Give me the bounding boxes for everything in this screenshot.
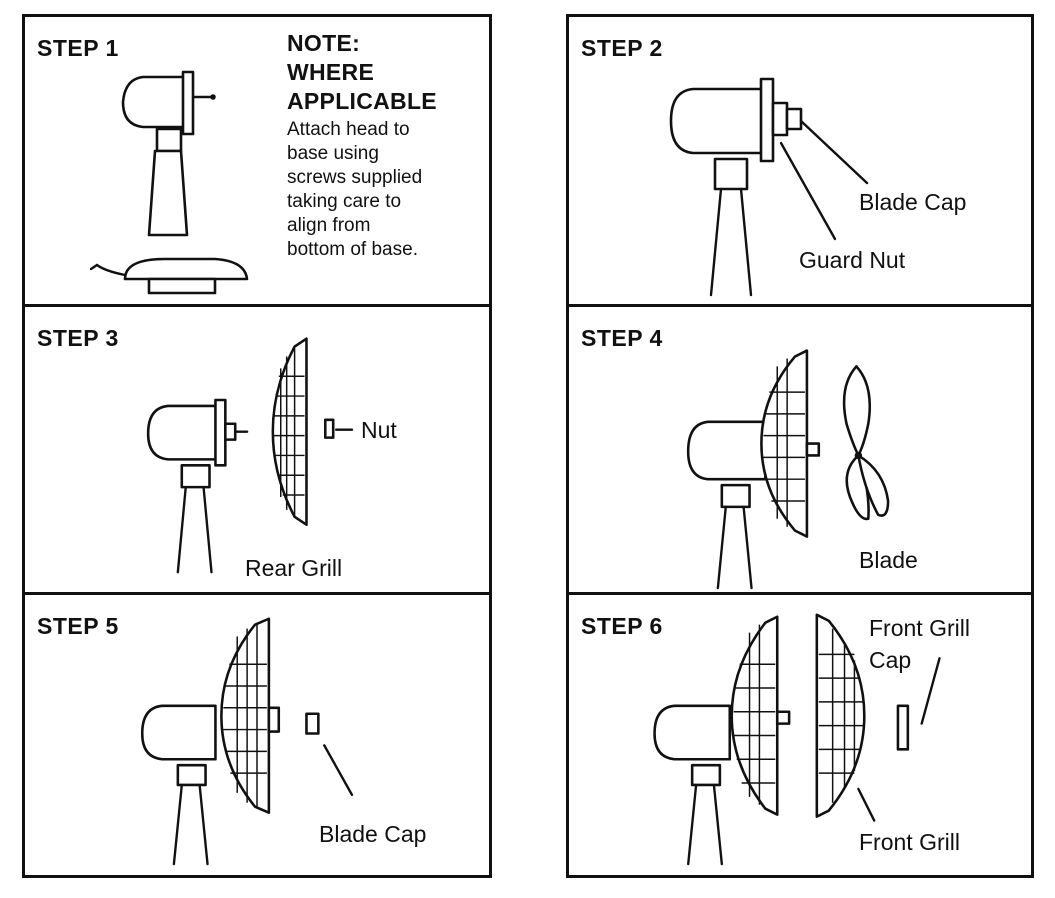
label-blade: Blade [859, 547, 918, 573]
label-blade-cap: Blade Cap [319, 821, 427, 847]
note-body: Attach head to base using screws supplie… [287, 118, 492, 262]
step-1-note: NOTE: WHERE APPLICABLE Attach head to ba… [287, 29, 492, 262]
right-column: STEP 2 Blade Cap Guard Nut STEP 4 [566, 14, 1034, 878]
step-5-title: STEP 5 [37, 613, 119, 639]
label-front-grill-cap-line-1: Front Grill [869, 615, 970, 641]
label-blade-cap: Blade Cap [859, 189, 967, 215]
step-4-illustration [686, 349, 890, 590]
left-column: STEP 1 NOTE: WHERE APPLICABLE Attach hea… [22, 14, 492, 878]
label-front-grill: Front Grill [859, 829, 960, 855]
step-3-panel: STEP 3 Nut Rear [25, 304, 489, 592]
step-1-illustration [89, 70, 249, 295]
step-2-panel: STEP 2 Blade Cap Guard Nut [569, 17, 1031, 304]
step-3-illustration [146, 337, 354, 574]
label-nut: Nut [361, 417, 397, 443]
step-2-title: STEP 2 [581, 35, 663, 61]
note-heading: NOTE: WHERE APPLICABLE [287, 29, 492, 116]
step-5-illustration [140, 617, 354, 866]
note-body-line-5: align from [287, 215, 371, 236]
note-head-line-2: WHERE [287, 59, 375, 85]
step-6-panel: STEP 6 [569, 592, 1031, 875]
step-1-panel: STEP 1 NOTE: WHERE APPLICABLE Attach hea… [25, 17, 489, 304]
step-6-illustration [653, 613, 941, 866]
step-5-panel: STEP 5 Blade Cap [25, 592, 489, 875]
step-4-title: STEP 4 [581, 325, 663, 351]
step-1-title: STEP 1 [37, 35, 119, 61]
note-body-line-2: base using [287, 143, 379, 164]
note-body-line-1: Attach head to [287, 119, 410, 140]
step-6-title: STEP 6 [581, 613, 663, 639]
label-front-grill-cap-line-2: Cap [869, 647, 912, 673]
note-head-line-3: APPLICABLE [287, 88, 437, 114]
note-body-line-6: bottom of base. [287, 239, 418, 260]
step-2-illustration [669, 77, 869, 297]
note-body-line-3: screws supplied [287, 167, 423, 188]
note-body-line-4: taking care to [287, 191, 402, 212]
label-guard-nut: Guard Nut [799, 247, 906, 273]
step-4-panel: STEP 4 Blade [569, 304, 1031, 592]
note-head-line-1: NOTE: [287, 30, 361, 56]
label-rear-grill: Rear Grill [245, 555, 343, 581]
step-3-title: STEP 3 [37, 325, 119, 351]
